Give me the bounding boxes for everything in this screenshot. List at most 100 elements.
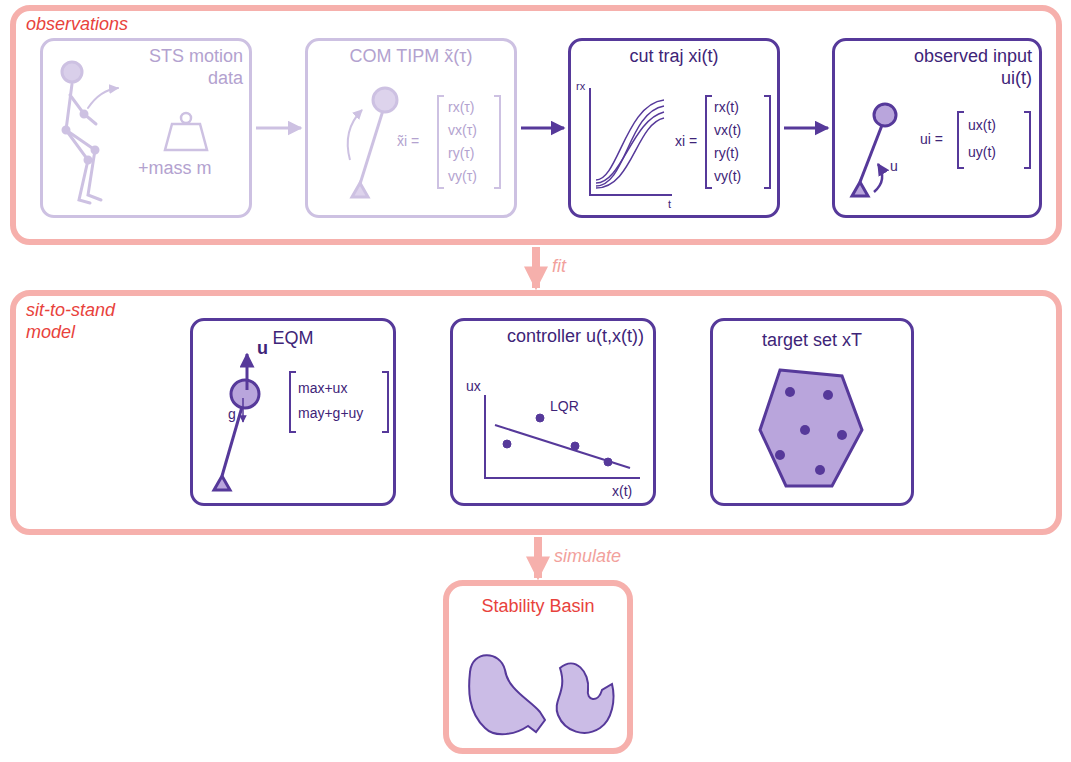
illustration-part — [557, 663, 614, 732]
illustration-part — [706, 96, 712, 188]
node-text: vx(τ) — [448, 122, 477, 139]
illustration-part — [62, 62, 82, 82]
illustration-part — [360, 104, 385, 184]
illustration-part — [70, 95, 96, 124]
illustration-part — [63, 127, 69, 133]
illustration-part — [181, 113, 191, 123]
illustration-part — [785, 387, 795, 397]
weight-icon — [165, 113, 207, 150]
illustration-part — [66, 130, 90, 203]
node-text: ui = — [920, 131, 943, 148]
lqr-plot — [485, 395, 640, 478]
node-text: rx(t) — [714, 99, 739, 116]
illustration-part — [536, 414, 544, 422]
illustration-part — [231, 380, 259, 408]
illustration-part — [242, 398, 244, 422]
illustration-part — [438, 96, 444, 188]
group-band: observationsSTS motion data +mass m COM TI… — [10, 5, 1062, 245]
illustration-part — [837, 430, 847, 440]
node-title: COM TIPM x̃(τ) — [350, 46, 473, 68]
illustration-part — [1024, 112, 1030, 168]
illustration-part — [958, 112, 964, 168]
illustration-part — [92, 147, 98, 153]
node-title: EQM — [272, 328, 313, 350]
illustration-part — [852, 182, 868, 196]
illustration-part — [604, 458, 612, 466]
node-title: sit-to-stand model — [26, 300, 156, 343]
model-box: controller u(t,x(t))uxLQRx(t) — [450, 318, 656, 506]
process-box: observed input ui(t) u ui = ux(t) uy(t) — [832, 38, 1042, 218]
illustration-part — [66, 84, 72, 130]
node-text: g — [228, 406, 236, 423]
node-text: ux — [466, 378, 481, 395]
flow-arrow — [532, 247, 540, 288]
node-text: x̃i = — [397, 133, 419, 150]
node-text: may+g+uy — [298, 405, 363, 422]
illustration-part — [165, 124, 207, 150]
result-band: Stability Basin — [443, 580, 633, 754]
edge-label: fit — [550, 256, 568, 277]
node-text: vy(t) — [714, 168, 741, 185]
node-text: max+ux — [298, 380, 347, 397]
illustration-part — [214, 476, 230, 490]
illustration-part — [596, 118, 664, 188]
illustration-part — [596, 100, 664, 180]
flow-arrow — [784, 127, 828, 130]
illustration-part — [469, 655, 545, 734]
illustration-part — [373, 88, 397, 112]
node-text: vy(τ) — [448, 168, 477, 185]
node-title: observations — [26, 14, 128, 36]
process-box: STS motion data +mass m — [40, 38, 252, 218]
illustration-part — [382, 372, 388, 432]
node-text: ux(t) — [968, 117, 996, 134]
node-title: Stability Basin — [481, 596, 594, 618]
node-text: LQR — [550, 398, 579, 415]
illustration-part — [590, 88, 672, 195]
illustration-part — [823, 390, 833, 400]
illustration-part — [485, 395, 640, 478]
node-title: controller u(t,x(t)) — [504, 326, 644, 348]
flow-arrow — [256, 127, 301, 130]
illustration-part — [760, 370, 862, 486]
model-box: target set xT — [710, 318, 914, 506]
node-text: vx(t) — [714, 122, 741, 139]
node-title: target set xT — [762, 330, 862, 352]
node-text: t — [668, 198, 671, 211]
illustration-part — [290, 372, 296, 432]
model-box: EQMu g max+ux may+g+uy — [190, 318, 396, 506]
node-text: uy(t) — [968, 144, 996, 161]
illustration-part — [874, 104, 896, 126]
illustration-part — [764, 96, 770, 188]
group-band: sit-to-stand modelEQMu g max+ux may+g+uy con… — [10, 290, 1062, 535]
node-text: ry(τ) — [448, 145, 475, 162]
illustration-part — [494, 96, 500, 188]
illustration-part — [775, 450, 785, 460]
illustration-part — [88, 88, 118, 108]
edge-label: simulate — [552, 546, 623, 567]
node-title: observed input ui(t) — [882, 46, 1032, 89]
illustration-part — [860, 120, 884, 182]
node-title: STS motion data — [123, 46, 243, 89]
illustration-part — [815, 465, 825, 475]
pendulum-input — [852, 104, 1030, 196]
illustration-part — [503, 440, 511, 448]
illustration-part — [874, 164, 882, 192]
stick-figure — [62, 62, 118, 203]
node-text: xi = — [675, 133, 697, 150]
node-text: rx(τ) — [448, 99, 475, 116]
illustration-part — [800, 425, 810, 435]
illustration-part — [85, 157, 91, 163]
illustration-part — [571, 442, 579, 450]
illustration-part — [81, 111, 87, 117]
node-text: +mass m — [138, 158, 212, 180]
pendulum-eqm — [214, 354, 388, 490]
node-text: u — [890, 158, 898, 175]
process-box: cut traj xi(t)rxtxi =rx(t)vx(t)ry(t)vy(t… — [568, 38, 780, 218]
illustration-part — [495, 425, 630, 468]
node-title: cut traj xi(t) — [629, 46, 718, 68]
node-text: u — [257, 338, 268, 360]
illustration-part — [66, 130, 101, 200]
